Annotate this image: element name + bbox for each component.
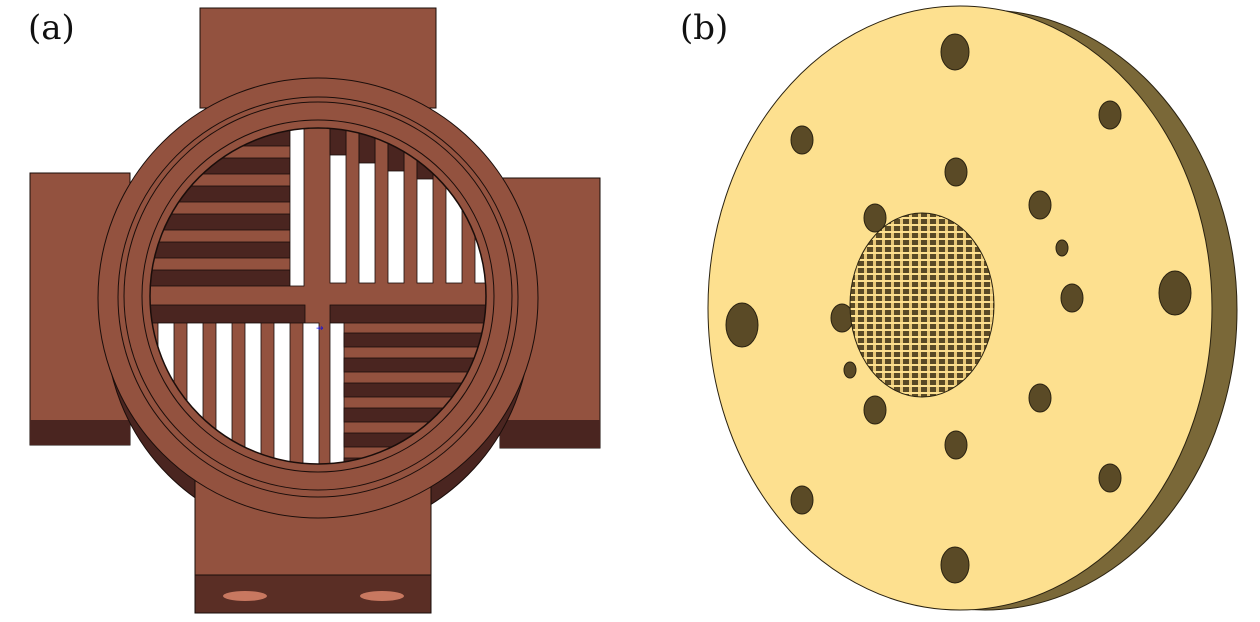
panel-label-a: (a): [28, 8, 75, 48]
mounting-hole: [944, 157, 968, 187]
slit: [150, 269, 291, 287]
slit: [358, 128, 376, 284]
mounting-hole: [940, 33, 970, 71]
slit: [150, 241, 291, 259]
mounting-hole: [790, 125, 814, 155]
mounting-hole: [1098, 100, 1122, 130]
mounting-hole: [1028, 383, 1052, 413]
slit: [215, 322, 233, 464]
slit-window: [329, 322, 345, 464]
mounting-hole: [1060, 283, 1084, 313]
slit-window: [289, 128, 305, 287]
mounting-hole: [725, 302, 759, 348]
mounting-hole: [1055, 239, 1069, 257]
screw-hole: [360, 591, 404, 601]
slit-wall: [329, 304, 486, 324]
slit: [244, 322, 262, 464]
panel-label-b: (b): [680, 8, 729, 48]
slit: [343, 357, 486, 373]
slit: [343, 382, 486, 398]
mounting-hole: [843, 361, 857, 379]
screw-hole: [223, 591, 267, 601]
slit-wall: [150, 304, 306, 324]
copper-holder-part: ⇸: [29, 7, 601, 614]
axis-marker: ⇸: [316, 324, 324, 334]
mounting-hole: [1028, 190, 1052, 220]
mounting-hole: [1158, 270, 1192, 316]
slit: [329, 128, 347, 284]
slit: [302, 322, 320, 464]
brass-plate-part: [707, 5, 1238, 611]
slit: [343, 332, 486, 348]
mounting-hole: [863, 395, 887, 425]
mounting-hole: [1098, 463, 1122, 493]
mounting-hole: [940, 546, 970, 584]
mounting-hole: [790, 485, 814, 515]
slit: [273, 322, 291, 464]
mounting-hole: [863, 203, 887, 233]
mounting-hole: [944, 430, 968, 460]
slit-wall: [329, 128, 347, 156]
mesh-aperture: [849, 212, 995, 398]
